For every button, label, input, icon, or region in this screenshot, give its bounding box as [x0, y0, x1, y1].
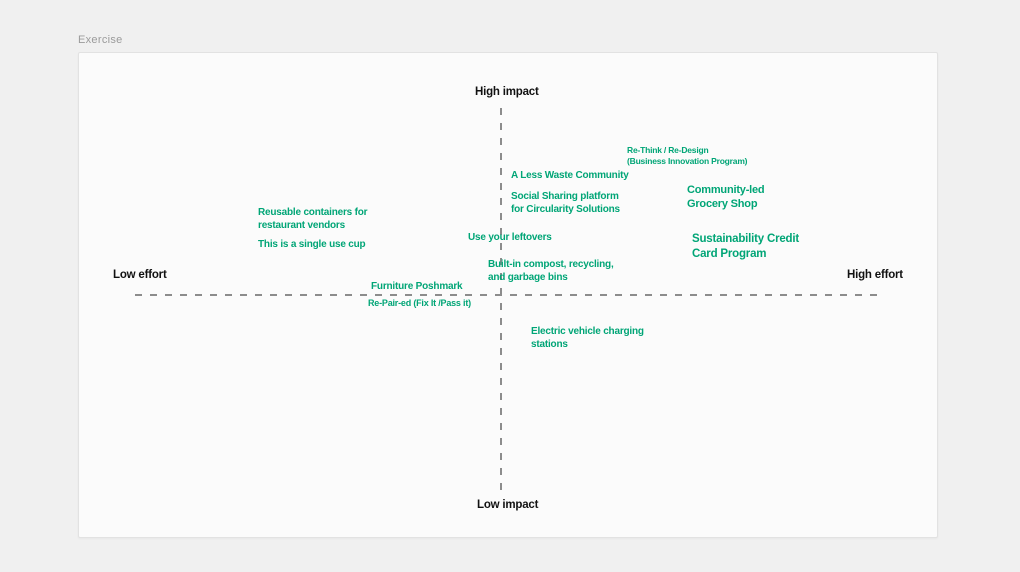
- axis-label-high-effort: High effort: [847, 269, 903, 281]
- item-line: Community-led: [687, 184, 765, 196]
- matrix-item-built-in-compost[interactable]: Built-in compost, recycling, and garbage…: [488, 258, 614, 284]
- item-line: restaurant vendors: [258, 220, 345, 231]
- matrix-item-community-led-grocery[interactable]: Community-led Grocery Shop: [687, 183, 765, 212]
- matrix-item-electric-vehicle-charging[interactable]: Electric vehicle charging stations: [531, 325, 644, 351]
- matrix-item-reusable-containers[interactable]: Reusable containers for restaurant vendo…: [258, 206, 368, 232]
- matrix-item-re-think-re-design[interactable]: Re-Think / Re-Design (Business Innovatio…: [627, 145, 748, 167]
- item-line: stations: [531, 339, 568, 350]
- item-line: Grocery Shop: [687, 198, 758, 211]
- axis-label-low-effort: Low effort: [113, 269, 167, 281]
- item-line: Reusable containers for: [258, 207, 368, 218]
- effort-axis-line: [135, 294, 885, 296]
- axis-label-low-impact: Low impact: [477, 499, 539, 511]
- item-line: (Business Innovation Program): [627, 156, 748, 167]
- item-line: Card Program: [692, 247, 767, 260]
- matrix-item-sustainability-credit-card[interactable]: Sustainability Credit Card Program: [692, 232, 799, 262]
- exercise-title: Exercise: [78, 34, 123, 46]
- matrix-item-a-less-waste-community[interactable]: A Less Waste Community: [511, 169, 629, 182]
- matrix-item-furniture-poshmark[interactable]: Furniture Poshmark: [371, 280, 463, 293]
- item-line: Electric vehicle charging: [531, 326, 644, 337]
- item-line: for Circularity Solutions: [511, 204, 620, 215]
- item-line: This is a single use cup: [258, 239, 366, 250]
- item-line: Re-Pair-ed (Fix It /Pass it): [368, 298, 471, 308]
- matrix-item-single-use-cup[interactable]: This is a single use cup: [258, 238, 366, 251]
- item-line: and garbage bins: [488, 272, 568, 283]
- item-line: Re-Think / Re-Design: [627, 145, 709, 155]
- item-line: Sustainability Credit: [692, 233, 799, 245]
- matrix-item-social-sharing-platform[interactable]: Social Sharing platform for Circularity …: [511, 190, 620, 216]
- item-line: Social Sharing platform: [511, 191, 619, 202]
- axis-label-high-impact: High impact: [475, 86, 539, 98]
- item-line: A Less Waste Community: [511, 170, 629, 181]
- item-line: Furniture Poshmark: [371, 281, 463, 292]
- item-line: Use your leftovers: [468, 232, 552, 243]
- matrix-item-re-pair-ed[interactable]: Re-Pair-ed (Fix It /Pass it): [368, 298, 471, 310]
- matrix-item-use-your-leftovers[interactable]: Use your leftovers: [468, 231, 552, 244]
- impact-axis-line: [500, 108, 502, 490]
- item-line: Built-in compost, recycling,: [488, 259, 614, 270]
